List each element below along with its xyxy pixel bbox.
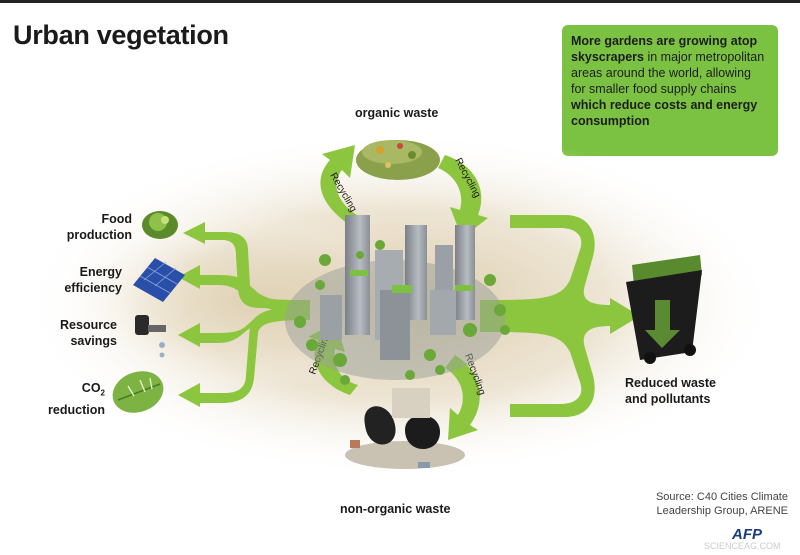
food-production-label: Food production xyxy=(60,211,132,243)
food-label-line1: Food xyxy=(101,212,132,226)
energy-label-line1: Energy xyxy=(79,265,122,279)
source-credit: Source: C40 Cities Climate Leadership Gr… xyxy=(640,490,788,518)
afp-logo: AFP xyxy=(732,526,762,543)
co2-label-line1: CO2 xyxy=(30,380,105,402)
trees xyxy=(294,240,510,385)
solar-panel-icon xyxy=(133,258,185,302)
top-rule xyxy=(0,0,800,3)
reduced-waste-label: Reduced waste and pollutants xyxy=(625,375,716,407)
water-tap-icon xyxy=(135,315,166,358)
organic-waste-label: organic waste xyxy=(355,106,439,120)
resource-label-line2: savings xyxy=(70,334,117,348)
reduced-label-line2: and pollutants xyxy=(625,392,711,406)
energy-label-line2: efficiency xyxy=(64,281,122,295)
food-label-line2: production xyxy=(66,228,132,242)
arrow-to-reduced-waste xyxy=(480,215,640,417)
resource-label-line1: Resource xyxy=(60,318,117,332)
energy-efficiency-label: Energy efficiency xyxy=(50,264,122,296)
info-box: More gardens are growing atop skyscraper… xyxy=(562,25,778,156)
city-skyline xyxy=(285,215,505,380)
watermark: SCIENCEAG.COM xyxy=(704,541,781,551)
page-title: Urban vegetation xyxy=(13,20,229,50)
info-text-1: in major metropolitan areas around the w… xyxy=(571,50,765,96)
non-organic-waste-label: non-organic waste xyxy=(340,502,451,516)
info-bold-1: More gardens are growing atop skyscraper… xyxy=(571,34,758,64)
co2-subscript: 2 xyxy=(100,388,105,398)
co2-text: CO xyxy=(81,381,101,395)
info-bold-2: which reduce costs and energy consumptio… xyxy=(571,98,758,128)
co2-reduction-label: CO2 reduction xyxy=(30,380,105,418)
leaf-icon xyxy=(112,371,164,413)
trash-bin-icon xyxy=(626,255,702,364)
source-line2: Leadership Group, ARENE xyxy=(656,505,788,517)
co2-label-line2: reduction xyxy=(48,402,105,417)
food-production-icon xyxy=(142,211,178,239)
reduced-label-line1: Reduced waste xyxy=(625,376,717,390)
source-line1: Source: C40 Cities Climate xyxy=(655,491,788,503)
organic-waste-pile xyxy=(356,140,440,180)
resource-savings-label: Resource savings xyxy=(45,317,117,349)
non-organic-waste-pile xyxy=(345,388,465,469)
